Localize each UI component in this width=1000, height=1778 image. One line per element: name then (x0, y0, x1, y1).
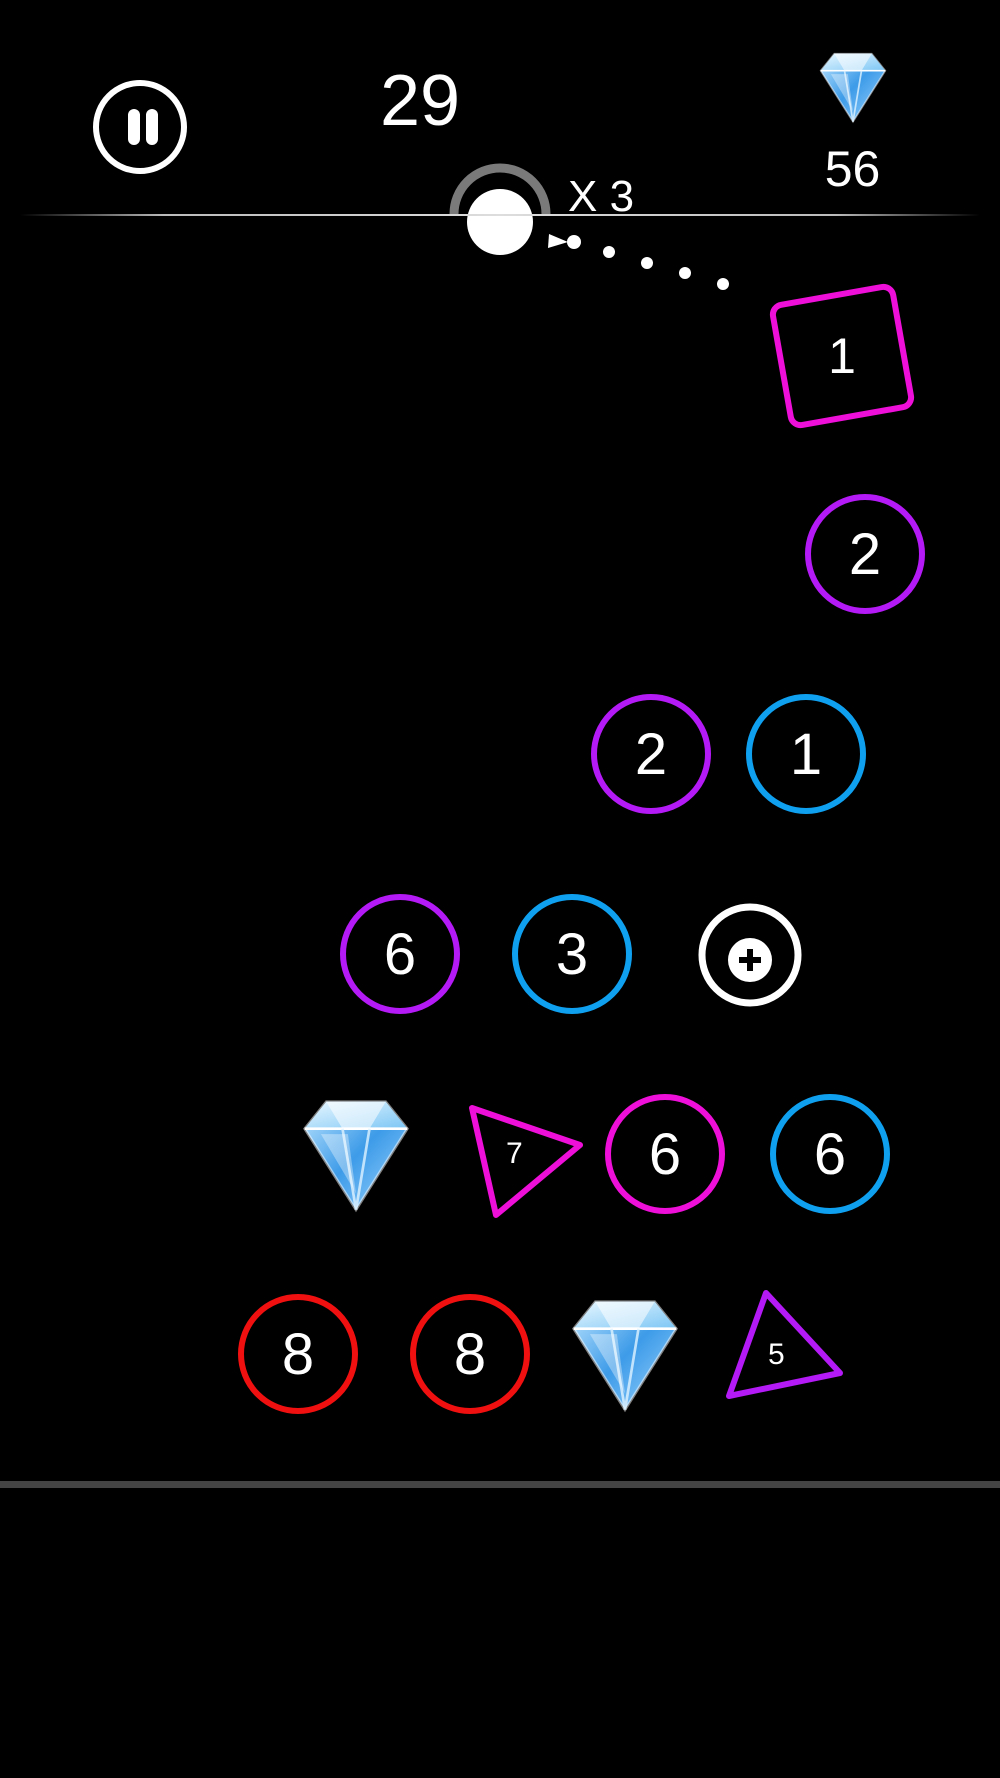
floor-line (0, 1481, 1000, 1488)
gem-count: 56 (824, 141, 881, 197)
circle-block: 8 (410, 1294, 530, 1414)
square-block-value: 1 (828, 328, 856, 384)
triangle-block-value: 5 (768, 1338, 785, 1371)
diamond-icon (819, 52, 887, 123)
triangle-block-7 (469, 1105, 583, 1218)
circle-block: 2 (591, 694, 711, 814)
aim-dot (717, 278, 729, 290)
diamond-icon (572, 1300, 678, 1412)
circle-block: 6 (340, 894, 460, 1014)
ball (467, 189, 533, 255)
triangle-block-5 (726, 1290, 843, 1399)
plus-circle-icon (698, 903, 802, 1007)
diamond-icon (303, 1100, 409, 1212)
aim-dot (679, 267, 691, 279)
aim-dot (641, 257, 653, 269)
launcher-arc (449, 163, 551, 215)
aim-dot (603, 246, 615, 258)
square-block (769, 283, 915, 429)
circle-block: 6 (605, 1094, 725, 1214)
pause-button[interactable] (93, 80, 187, 174)
circle-block: 6 (770, 1094, 890, 1214)
pause-icon (128, 109, 140, 145)
circle-block: 1 (746, 694, 866, 814)
circle-block: 8 (238, 1294, 358, 1414)
triangle-block-value: 7 (506, 1137, 523, 1170)
circle-block: 2 (805, 494, 925, 614)
score: 29 (379, 61, 461, 141)
aim-dot (567, 235, 581, 249)
ball-multiplier: X 3 (568, 172, 635, 221)
aim-arrow (548, 234, 568, 248)
circle-block: 3 (512, 894, 632, 1014)
launch-line (20, 214, 980, 216)
